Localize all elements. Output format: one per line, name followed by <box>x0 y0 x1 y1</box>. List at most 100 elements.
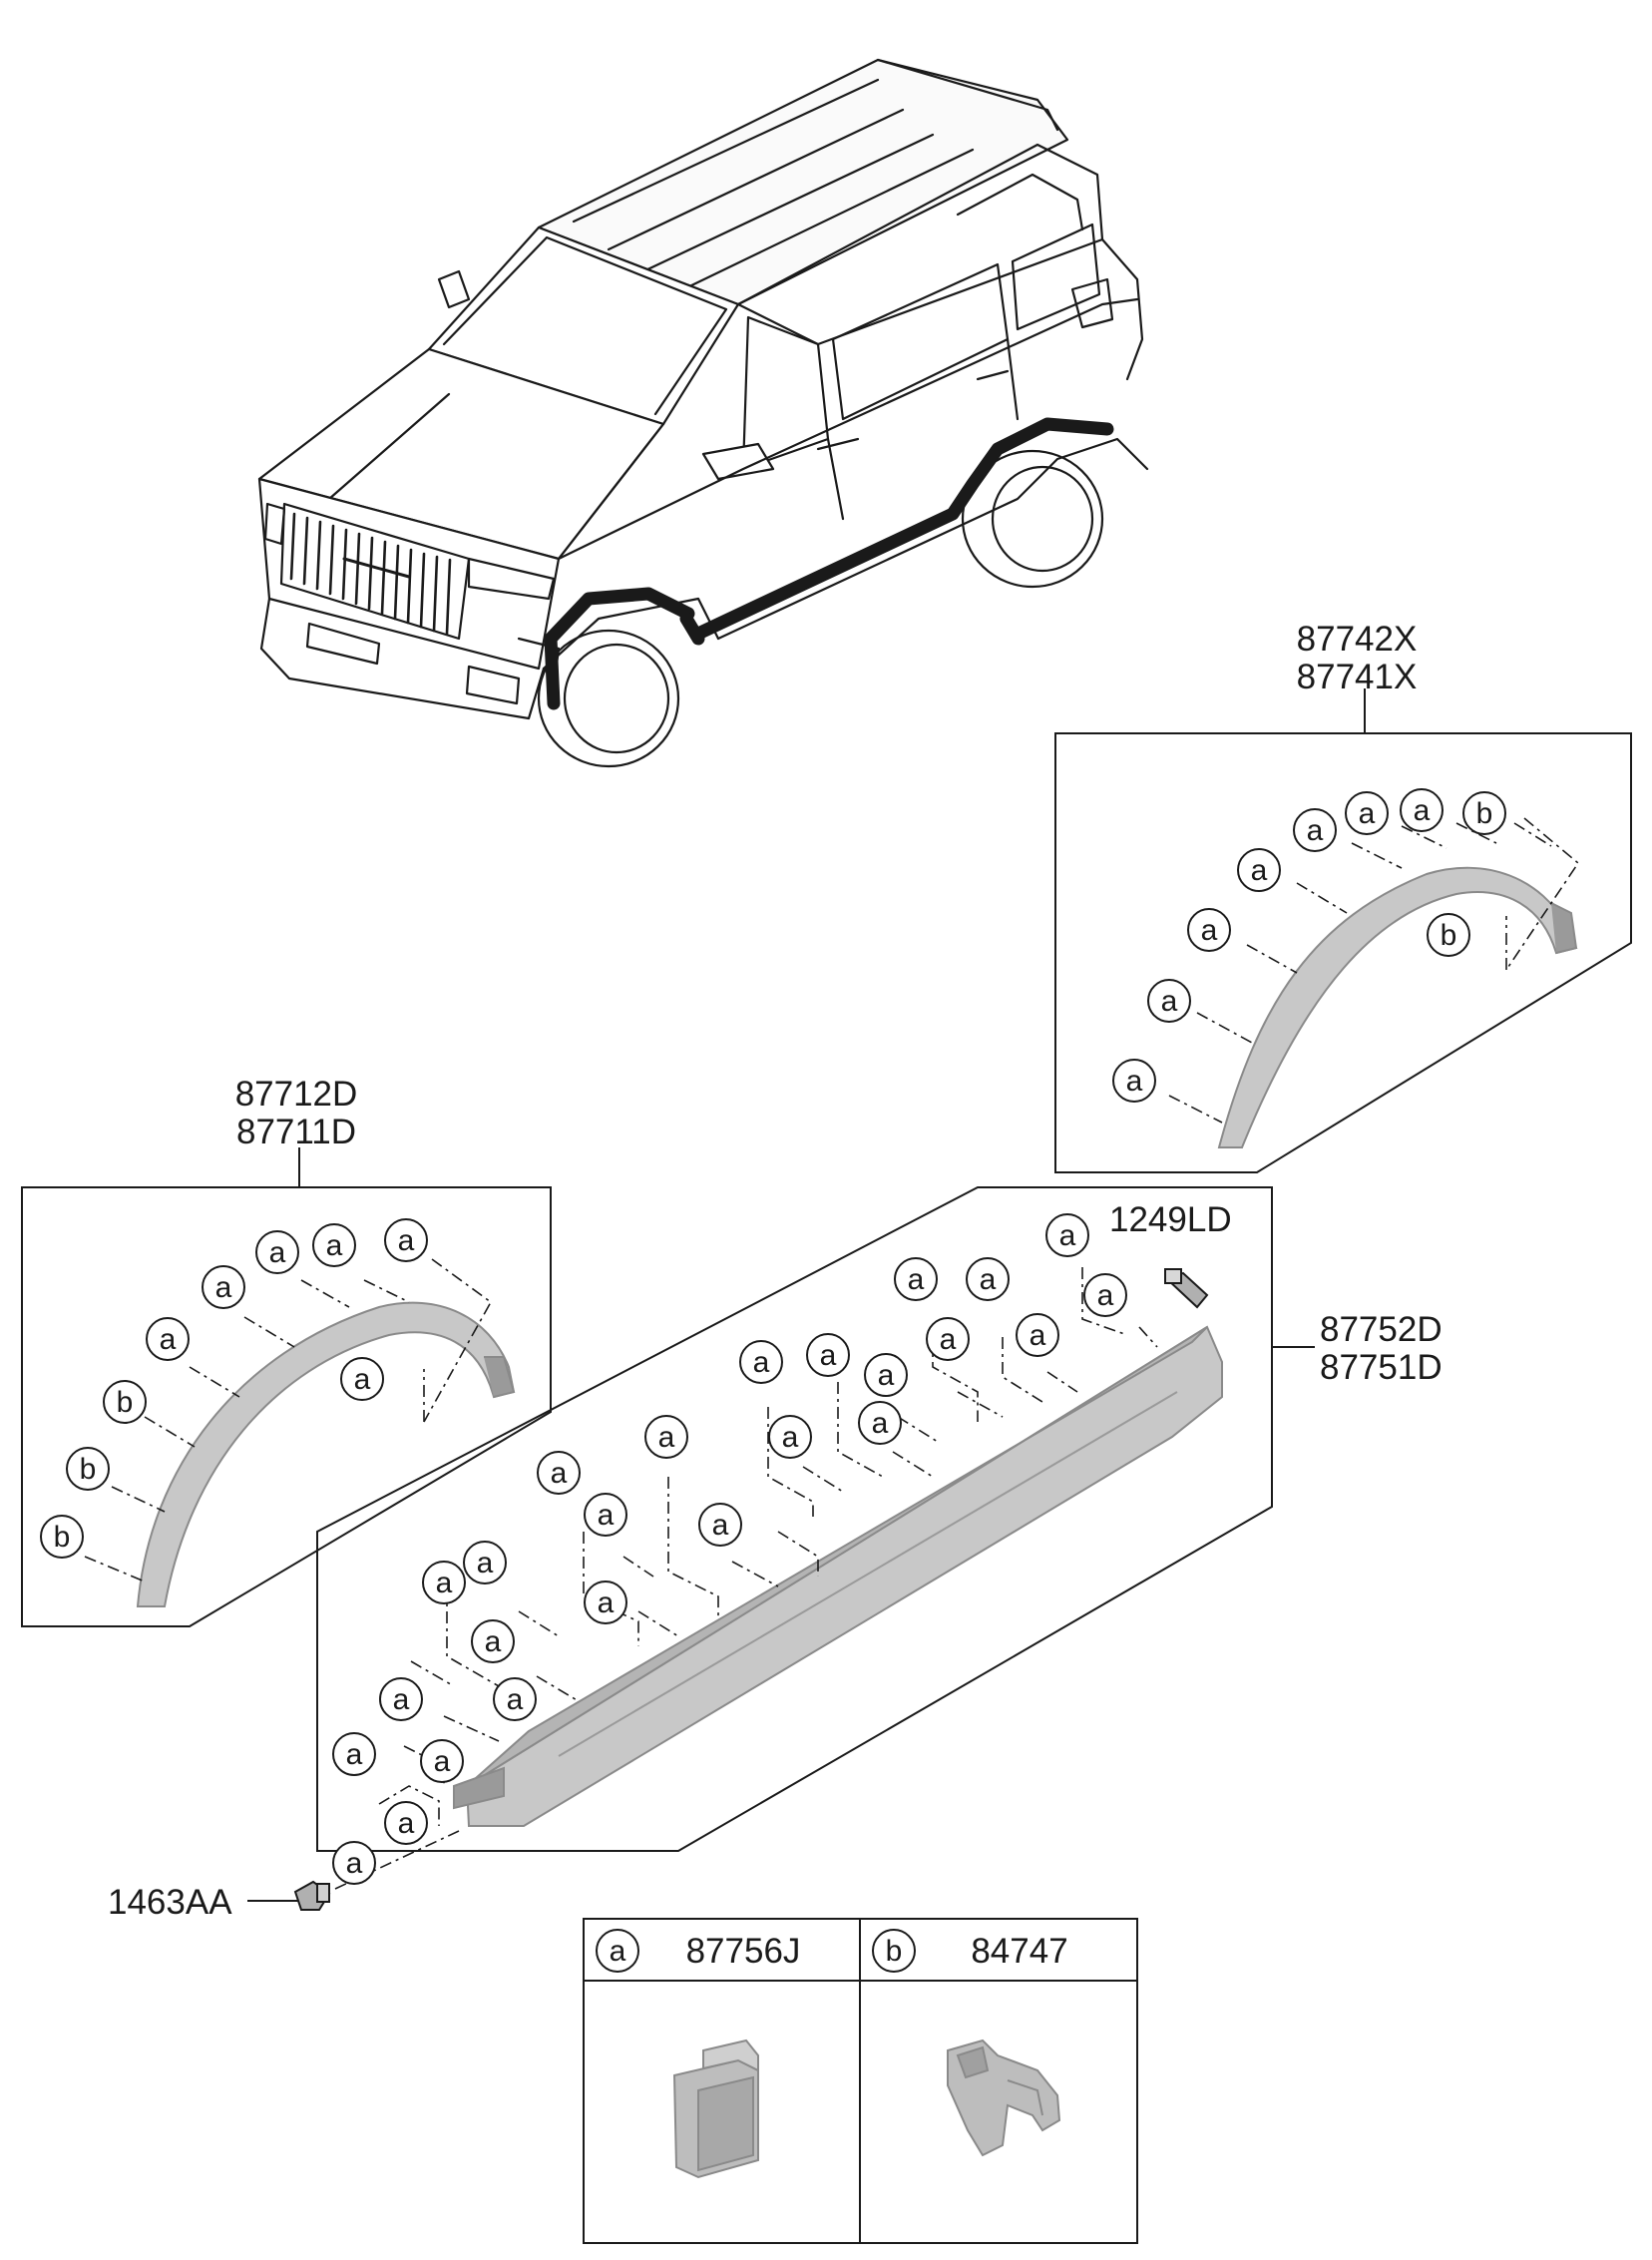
callout-circle-a <box>1112 1059 1156 1103</box>
callout-letter-a: a <box>326 1229 343 1262</box>
callout-circle-b <box>103 1380 147 1424</box>
callout-letter-a: a <box>477 1547 494 1580</box>
callout-letter-a: a <box>507 1683 524 1716</box>
callout-circle-a <box>422 1561 466 1604</box>
callout-circle-b <box>1462 791 1506 835</box>
callout-letter-a: a <box>1359 797 1376 830</box>
part-number-front-lower: 87711D <box>236 1113 356 1151</box>
callout-circle-a <box>312 1223 356 1267</box>
callout-circle-a <box>806 1333 850 1377</box>
callout-letter-a: a <box>434 1745 451 1778</box>
callout-letter-a: a <box>872 1407 889 1440</box>
callout-letter-a: a <box>1059 1219 1076 1252</box>
callout-letter-a: a <box>436 1567 453 1599</box>
callout-letter-b: b <box>117 1386 134 1419</box>
callout-circle-b <box>66 1447 110 1491</box>
callout-letter-a: a <box>753 1346 770 1379</box>
rear-arch-box <box>1054 688 1632 1173</box>
callout-circle-a <box>340 1357 384 1401</box>
callout-circle-a <box>1083 1273 1127 1317</box>
side-sill-box <box>316 1186 1315 1852</box>
callout-letter-a: a <box>1251 854 1268 887</box>
callout-circle-a <box>698 1503 742 1547</box>
callout-letter-a: a <box>398 1807 415 1840</box>
callout-letter-a: a <box>658 1421 675 1454</box>
callout-circle-a <box>966 1257 1010 1301</box>
callout-letter-a: a <box>782 1421 799 1454</box>
callout-circle-a <box>379 1677 423 1721</box>
callout-letter-b: b <box>1476 797 1493 830</box>
callout-letter-a: a <box>940 1323 957 1356</box>
callout-circle-a <box>1147 979 1191 1023</box>
part-number-rear-lower: 87741X <box>1297 658 1418 696</box>
callout-circle-a <box>894 1257 938 1301</box>
callout-letter-a: a <box>346 1738 363 1771</box>
callout-letter-a: a <box>215 1271 232 1304</box>
callout-letter-a: a <box>1307 814 1324 847</box>
callout-circle-a <box>864 1353 908 1397</box>
part-number-nut: 1463AA <box>108 1883 232 1922</box>
callout-letter-a: a <box>485 1625 502 1658</box>
clip-87756j-icon <box>672 2038 759 2179</box>
callout-circle-a <box>858 1401 902 1445</box>
callout-letter-a: a <box>1030 1319 1046 1352</box>
callout-letter-a: a <box>1161 985 1178 1018</box>
part-number-screw: 1249LD <box>1109 1200 1232 1239</box>
legend-part-a: 87756J <box>686 1932 801 1971</box>
callout-circle-a <box>471 1619 515 1663</box>
part-number-sill-lower: 87751D <box>1320 1348 1443 1387</box>
callout-circle-a <box>384 1218 428 1262</box>
callout-letter-a: a <box>598 1586 615 1619</box>
nut-icon <box>247 1830 460 1911</box>
callout-circle-a <box>926 1317 970 1361</box>
callout-letter-a: a <box>551 1457 568 1490</box>
callout-circle-a <box>644 1415 688 1459</box>
callout-circle-a <box>332 1841 376 1885</box>
callout-circle-a <box>537 1451 581 1495</box>
legend-letter-b: b <box>886 1935 903 1968</box>
callout-circle-b <box>1427 913 1470 957</box>
callout-circle-a <box>384 1801 428 1845</box>
callout-circle-a <box>202 1265 245 1309</box>
callout-circle-a <box>1045 1213 1089 1257</box>
clip-84747-icon <box>947 2038 1061 2157</box>
legend-letter-a: a <box>610 1935 626 1968</box>
callout-circle-a <box>1187 908 1231 952</box>
legend-part-b: 84747 <box>971 1932 1067 1971</box>
callout-circle-a <box>739 1340 783 1384</box>
callout-letter-a: a <box>398 1224 415 1257</box>
callout-letter-b: b <box>54 1521 71 1554</box>
callout-circle-a <box>463 1541 507 1584</box>
callout-circle-b <box>40 1515 84 1559</box>
part-number-front-upper: 87712D <box>235 1075 358 1114</box>
callout-letter-a: a <box>712 1509 729 1542</box>
callout-letter-b: b <box>1441 919 1457 952</box>
callout-circle-a <box>493 1677 537 1721</box>
callout-letter-a: a <box>1097 1279 1114 1312</box>
callout-circle-a <box>584 1581 627 1624</box>
callout-circle-a <box>255 1230 299 1274</box>
callout-circle-a <box>420 1739 464 1783</box>
vehicle-illustration <box>257 58 1149 768</box>
callout-letter-a: a <box>354 1363 371 1396</box>
callout-letter-a: a <box>878 1359 895 1392</box>
callout-circle-a <box>1400 788 1444 832</box>
part-number-rear-upper: 87742X <box>1297 620 1418 659</box>
callout-circle-a <box>1293 808 1337 852</box>
callout-letter-a: a <box>1414 794 1431 827</box>
callout-circle-a <box>146 1317 190 1361</box>
callout-letter-a: a <box>980 1263 997 1296</box>
callout-circle-a <box>1345 791 1389 835</box>
callout-circle-a <box>332 1732 376 1776</box>
callout-letter-a: a <box>1201 914 1218 947</box>
callout-circle-a <box>768 1415 812 1459</box>
callout-circle-a <box>1016 1313 1059 1357</box>
callout-letter-a: a <box>346 1847 363 1880</box>
callout-circle-a <box>584 1493 627 1537</box>
callout-letter-a: a <box>393 1683 410 1716</box>
callout-letter-a: a <box>820 1339 837 1372</box>
callout-letter-a: a <box>160 1323 177 1356</box>
